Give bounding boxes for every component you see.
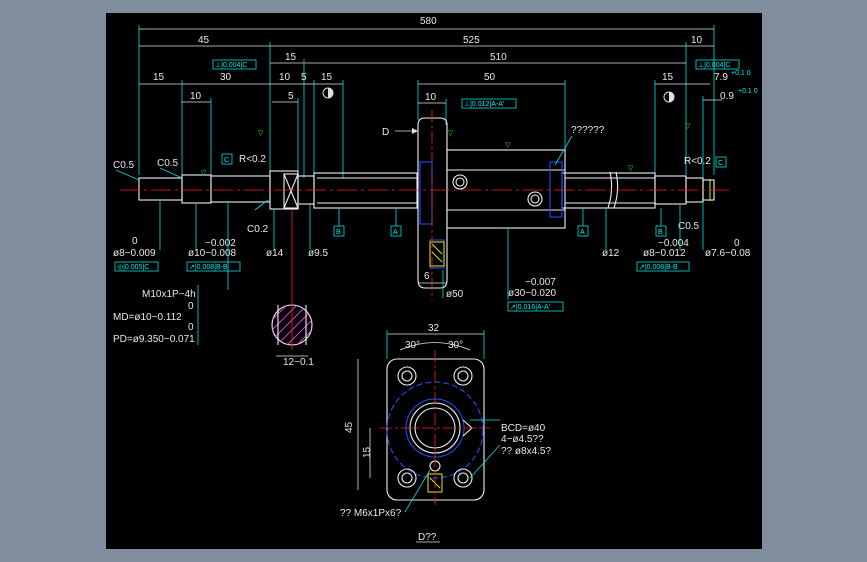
datum-C-left: C — [224, 157, 229, 164]
label-c02: C0.2 — [247, 224, 269, 235]
dia30-lower: ø30−0.020 — [508, 288, 557, 299]
svg-text:▽: ▽ — [505, 142, 511, 149]
label-question: ?????? — [571, 125, 605, 136]
flange-holes: 4−ø4.5?? — [501, 434, 544, 445]
dia50: ø50 — [446, 289, 464, 300]
thread-spec: M10x1P−4h — [142, 289, 196, 300]
label-c05-right: C0.5 — [678, 221, 700, 232]
dia10-lower: ø10−0.008 — [188, 248, 237, 259]
dia30-upper: −0.007 — [525, 277, 556, 288]
dia8r-lower: ø8−0.012 — [643, 248, 686, 259]
dim-10-a: 10 — [279, 72, 291, 83]
dim-0-9-tol: +0.1 0 — [738, 88, 758, 95]
flange-32: 32 — [428, 323, 440, 334]
frame-left-runout1: ◎|0.005|C — [117, 264, 149, 271]
datum-C-right: C — [718, 160, 723, 167]
datum-A-left: A — [393, 229, 398, 236]
dim-0-9: 0.9 — [720, 91, 734, 102]
diameter-callouts: 0 ø8−0.009 −0.002 ø10−0.008 ø14 ø9.5 ø12… — [113, 200, 751, 345]
svg-text:▽: ▽ — [685, 123, 691, 130]
frame-left-perp: ⊥|0.004|C — [215, 62, 247, 69]
datum-B-left: B — [336, 229, 341, 236]
label-r02-right: R<0.2 — [684, 156, 711, 167]
dim-15-a: 15 — [285, 52, 297, 63]
drawing-canvas: 580 45 525 10 15 510 15 30 10 5 — [113, 16, 758, 543]
dia8-lower: ø8−0.009 — [113, 248, 156, 259]
dia14: ø14 — [266, 248, 284, 259]
dim-overall: 580 — [420, 16, 437, 27]
dim-15-left: 15 — [153, 72, 165, 83]
flange-30a: 30° — [405, 340, 420, 351]
label-r02-left: R<0.2 — [239, 154, 266, 165]
dim-525: 525 — [463, 35, 480, 46]
dim-15-d: 15 — [662, 72, 674, 83]
dia76-lower: ø7.6−0.08 — [705, 248, 751, 259]
dia8-upper: 0 — [132, 236, 138, 247]
dim-7-9: 7.9 — [714, 72, 728, 83]
flange-view: 32 30° 30° 45 15 BCD=ø40 4−ø4.5?? ?? ø8x… — [340, 323, 551, 543]
dim-30: 30 — [220, 72, 232, 83]
label-D: D — [382, 127, 389, 138]
dim-15-c: 15 — [321, 72, 333, 83]
flange-45: 45 — [344, 421, 355, 433]
pd-lower: PD=ø9.350−0.071 — [113, 334, 195, 345]
view-label: D?? — [418, 532, 437, 543]
pd-upper: 0 — [188, 322, 194, 333]
svg-text:▽: ▽ — [201, 170, 207, 177]
md-upper: 0 — [188, 301, 194, 312]
dia8r-upper: −0.004 — [658, 238, 689, 249]
dim-510: 510 — [490, 52, 507, 63]
dim-10-right: 10 — [691, 35, 703, 46]
dim-5-b: 5 — [288, 91, 294, 102]
label-c05-b: C0.5 — [157, 158, 179, 169]
frame-mid-perp: ⊥|0.012|A-A' — [464, 101, 504, 108]
frame-nut-runout: ↗|0.016|A-A' — [510, 304, 550, 311]
svg-text:▽: ▽ — [628, 165, 634, 172]
dim-10-b: 10 — [190, 91, 202, 102]
flange-30b: 30° — [448, 340, 463, 351]
flange-cbore: ?? ø8x4.5? — [501, 446, 551, 457]
dim-6: 6 — [424, 271, 430, 282]
flange-bcd: BCD=ø40 — [501, 423, 546, 434]
key-width: 12−0.1 — [283, 357, 314, 368]
svg-text:▽: ▽ — [448, 130, 454, 137]
dim-10-c: 10 — [425, 92, 437, 103]
label-c05-left: C0.5 — [113, 160, 135, 171]
frame-left-runout2: ↗|0.008|B-B — [189, 264, 228, 271]
dia12: ø12 — [602, 248, 620, 259]
dim-5-a: 5 — [301, 72, 307, 83]
cad-viewport[interactable]: 580 45 525 10 15 510 15 30 10 5 — [106, 13, 762, 549]
dia76-upper: 0 — [734, 238, 740, 249]
frame-right-runout: ↗|0.008|B-B — [639, 264, 678, 271]
svg-text:▽: ▽ — [258, 130, 264, 137]
tolerance-frames: ⊥|0.004|C ⊥|0.004|C ⊥|0.012|A-A' ◎|0.005… — [114, 59, 740, 312]
shaft-annotations: C0.5 C0.5 R<0.2 C0.2 R<0.2 C0.5 ?????? D… — [113, 87, 727, 237]
dim-7-9-tol: +0.1 0 — [731, 70, 751, 77]
datum-A-right: A — [580, 229, 585, 236]
md-lower: MD=ø10−0.112 — [113, 312, 182, 323]
dim-45: 45 — [198, 35, 210, 46]
key-section: 12−0.1 — [271, 210, 314, 368]
frame-right-perp: ⊥|0.004|C — [698, 62, 730, 69]
dia9-5: ø9.5 — [308, 248, 328, 259]
dia10-upper: −0.002 — [205, 238, 236, 249]
top-dimensions: 580 45 525 10 15 510 15 30 10 5 — [138, 16, 758, 180]
shaft — [120, 110, 730, 300]
datum-B-right: B — [658, 229, 663, 236]
flange-tap: ?? M6x1Px6? — [340, 508, 402, 519]
flange-15: 15 — [362, 446, 373, 458]
dim-50: 50 — [484, 72, 496, 83]
